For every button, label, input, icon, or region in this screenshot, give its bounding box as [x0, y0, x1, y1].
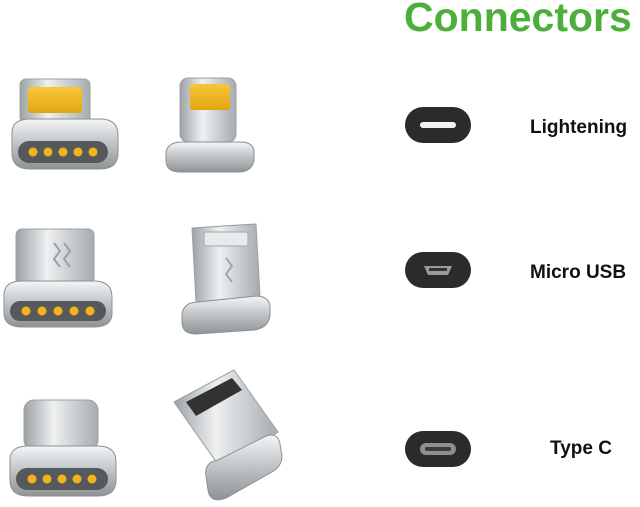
lightning-magnetic-tip-front — [8, 75, 128, 175]
micro-usb-port-icon — [404, 251, 474, 291]
micro-usb-magnetic-tip-side — [178, 218, 274, 338]
type-c-magnetic-tip-front — [6, 398, 126, 506]
type-c-port-icon — [404, 430, 474, 470]
connector-label-lightning: Lightening — [530, 117, 628, 138]
micro-usb-magnetic-tip-front — [2, 225, 122, 335]
connector-label-micro-usb: Micro USB — [530, 262, 627, 283]
type-c-magnetic-tip-side — [166, 366, 286, 506]
connector-label-type-c: Type C — [550, 438, 612, 459]
page-title: Connectors — [404, 0, 632, 40]
lightning-magnetic-tip-side — [160, 72, 260, 177]
lightning-port-icon — [404, 106, 474, 146]
